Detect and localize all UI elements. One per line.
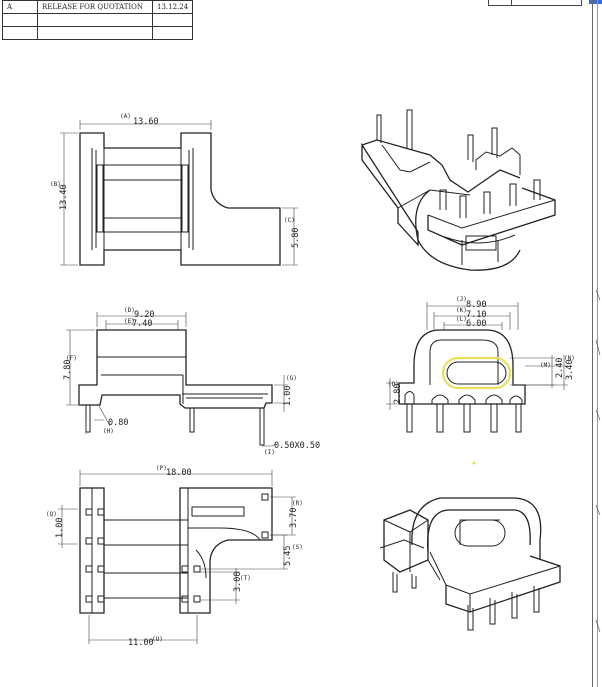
dim-c-tag: (C) <box>284 217 295 224</box>
sheet-border <box>592 0 593 687</box>
dim-e-value: 7.40 <box>132 319 152 329</box>
dim-q-value: 1.00 <box>55 518 65 538</box>
dim-a-tag: (A) <box>120 113 131 120</box>
top-view: (A) 13.60 (B) 13.40 (C) 5.80 <box>50 113 301 266</box>
dim-s-value: 5.45 <box>283 546 293 566</box>
window-edge-tab <box>589 0 602 4</box>
dim-l-tag: (L) <box>456 316 467 323</box>
dim-c-value: 5.80 <box>291 228 301 248</box>
side-view: (J) 8.90 (K) 7.10 (L) 6.00 (M) 2.40 (N) … <box>386 296 575 433</box>
revision-row <box>2 26 194 40</box>
bottom-view: (P) 18.00 (Q) 1.00 (R) 3.70 (S) 5.45 (T)… <box>46 465 303 648</box>
sheet-border-outer <box>597 0 598 687</box>
dim-j-value: 8.90 <box>466 300 486 310</box>
dim-u-value: 11.00 <box>128 638 154 648</box>
revision-table: A RELEASE FOR QUOTATION 13.12.24 <box>2 0 194 40</box>
dim-t-value: 3.00 <box>233 572 243 592</box>
dim-q-tag: (Q) <box>46 511 57 518</box>
dim-m-value: 2.40 <box>555 358 565 378</box>
dim-e-tag: (E) <box>124 318 135 325</box>
dim-d-value: 9.20 <box>134 310 154 320</box>
dim-p-tag: (P) <box>156 465 167 472</box>
front-view: (D) 9.20 (E) 7.40 (F) 7.80 (G) 1.00 (H) … <box>63 307 320 456</box>
dim-t-tag: (T) <box>240 575 251 582</box>
revision-row: A RELEASE FOR QUOTATION 13.12.24 <box>2 0 194 14</box>
margin-marks <box>472 289 601 633</box>
dim-o-value: 2.80 <box>393 384 403 404</box>
dim-f-value: 7.80 <box>63 360 73 380</box>
dim-s-tag: (S) <box>292 544 303 551</box>
dim-k-value: 7.10 <box>466 310 486 320</box>
dim-g-tag: (G) <box>286 375 297 382</box>
dim-i-value: 0.50X0.50 <box>274 441 320 451</box>
dim-h-value: 0.80 <box>108 418 128 428</box>
dim-k-tag: (K) <box>456 307 467 314</box>
revision-date <box>151 26 194 40</box>
isometric-view-top <box>361 109 556 271</box>
dim-g-value: 1.00 <box>283 386 293 406</box>
dim-n-tag: (N) <box>564 355 575 362</box>
dim-u-tag: (U) <box>152 636 163 643</box>
title-block-corner <box>488 0 582 6</box>
dim-r-value: 3.70 <box>289 508 299 528</box>
dim-b-tag: (B) <box>50 181 61 188</box>
dim-d-tag: (D) <box>124 307 135 314</box>
isometric-view-bottom <box>379 497 561 631</box>
dim-p-value: 18.00 <box>166 468 192 478</box>
dim-m-tag: (M) <box>540 362 551 369</box>
dim-l-value: 6.00 <box>466 319 486 329</box>
dim-j-tag: (J) <box>456 296 467 303</box>
dim-h-tag: (H) <box>103 428 114 435</box>
dim-r-tag: (R) <box>292 500 303 507</box>
dim-i-tag: (I) <box>264 449 275 456</box>
dim-b-value: 13.40 <box>59 184 69 210</box>
dim-f-tag: (F) <box>66 355 77 362</box>
dim-o-tag: (O) <box>388 381 399 388</box>
dim-a-value: 13.60 <box>133 117 159 127</box>
dim-n-value: 3.40 <box>565 360 575 380</box>
